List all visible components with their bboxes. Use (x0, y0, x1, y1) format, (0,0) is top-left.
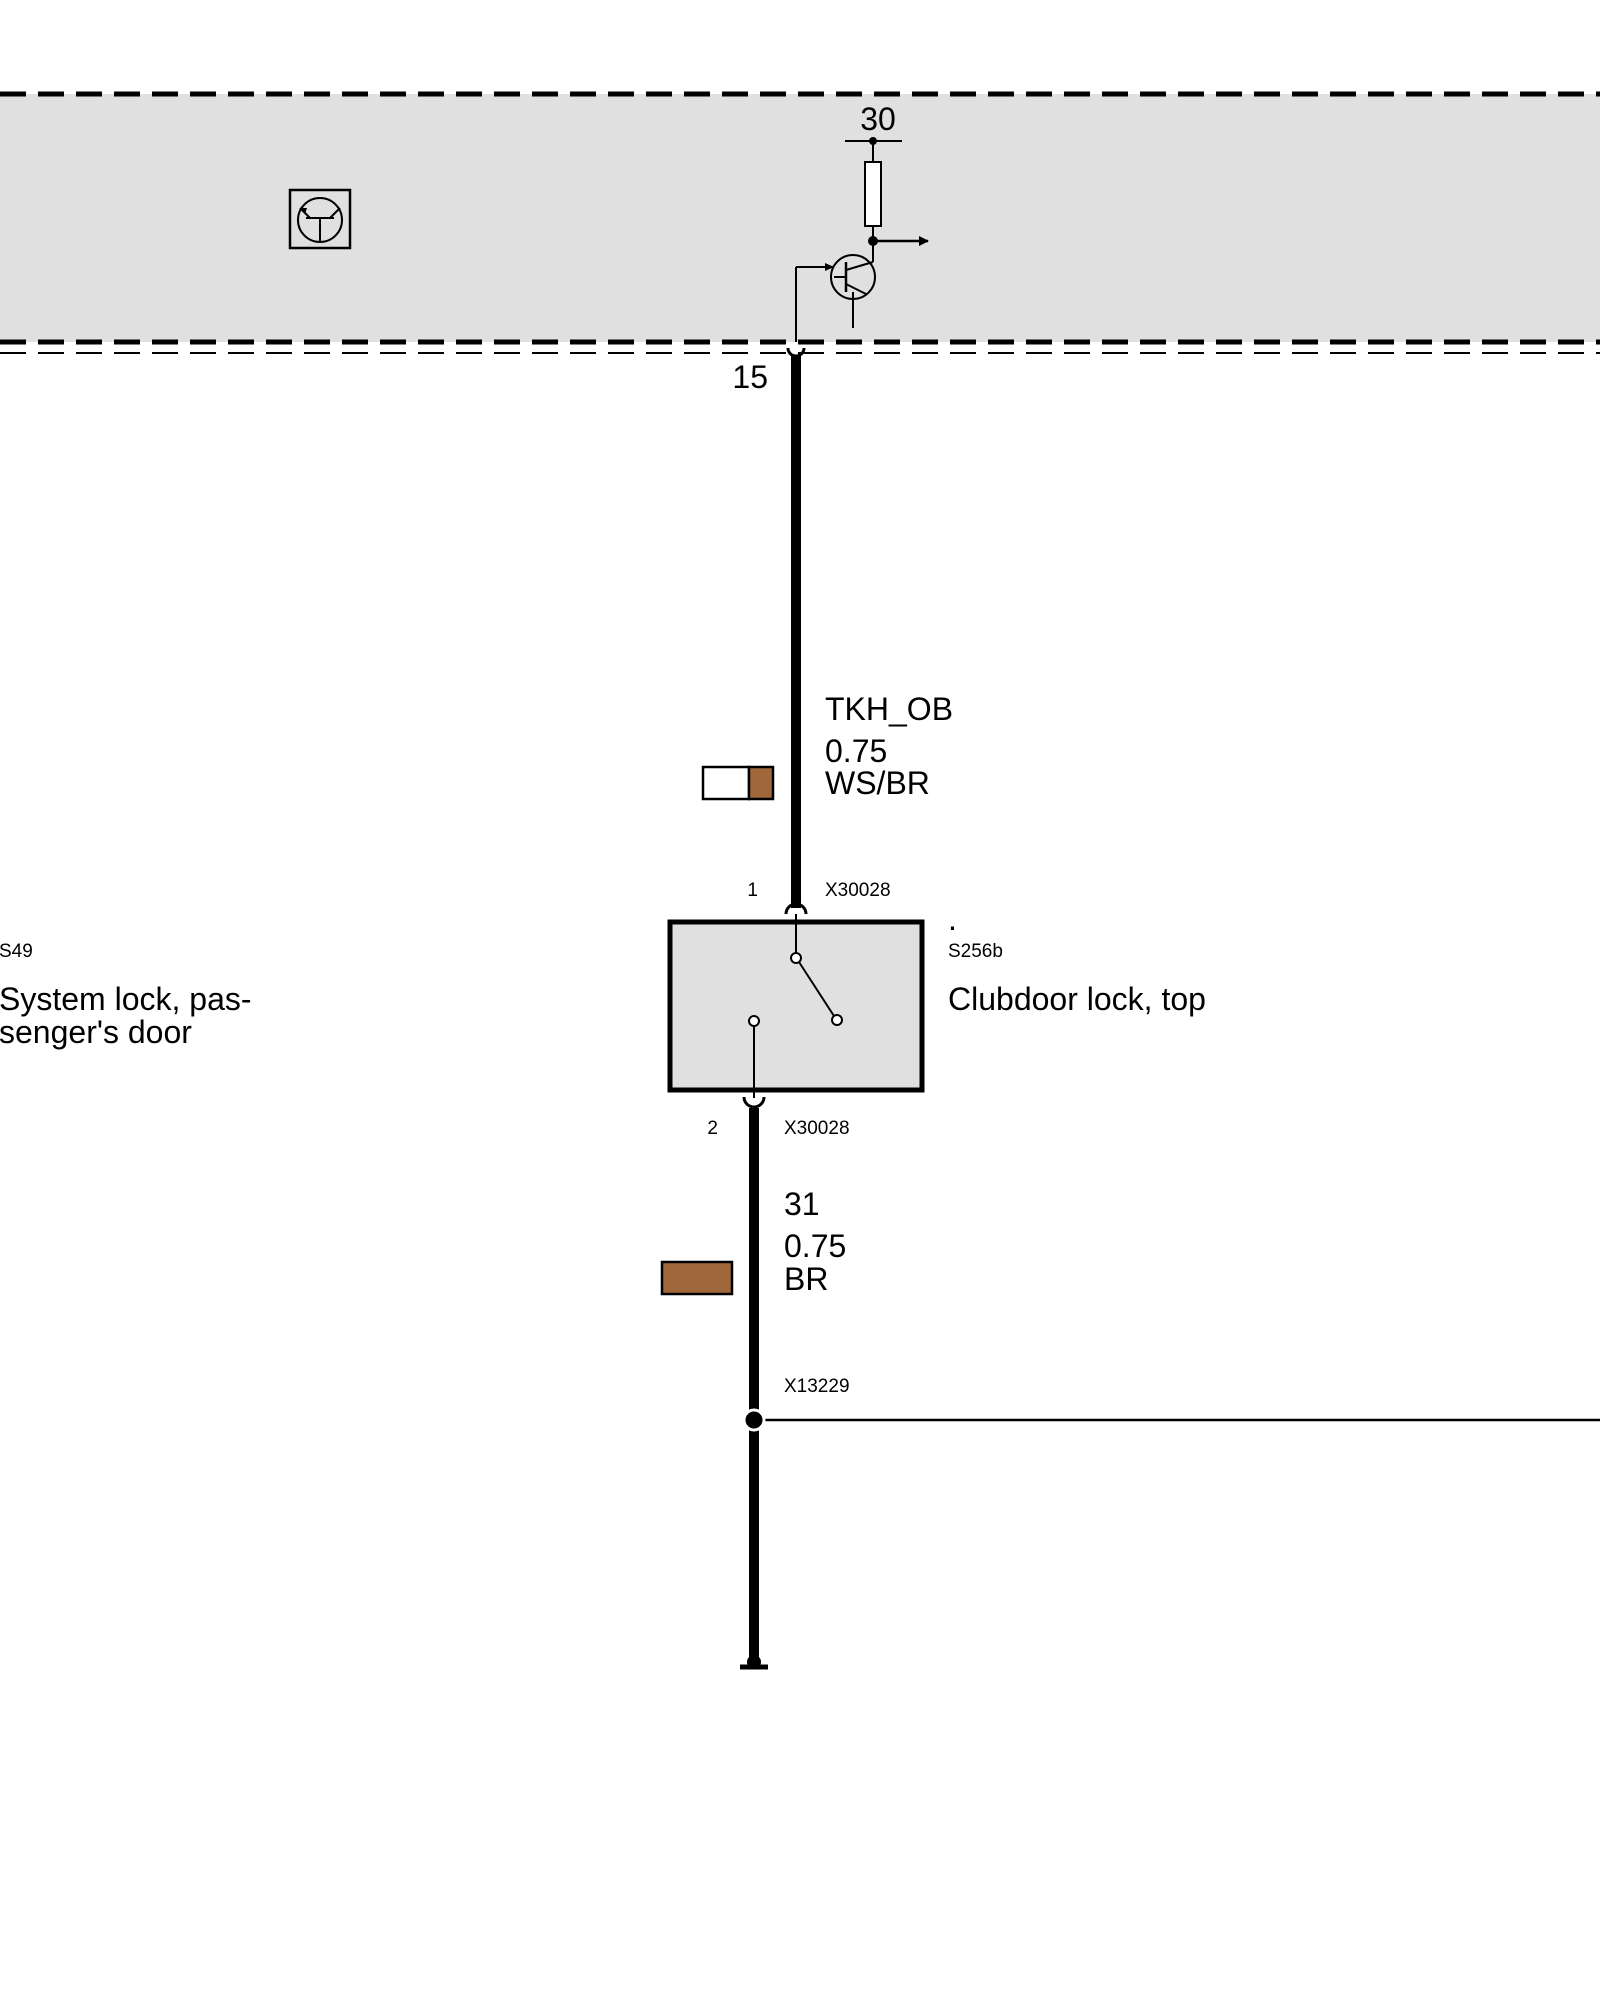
control-unit-housing (0, 91, 1600, 354)
pin-15-connector (786, 347, 806, 358)
neighbor-name-line2: senger's door (0, 1014, 192, 1050)
neighbor-dot: . (0, 901, 3, 937)
switch-id: S256b (948, 941, 1003, 962)
wire-top-color-code: WS/BR (825, 765, 930, 801)
switch-connector-top-label: X30028 (825, 880, 891, 901)
wire-top-signal: TKH_OB (825, 691, 953, 727)
splice-x13229 (742, 1408, 1600, 1432)
pullup-resistor (864, 161, 882, 262)
wire-top-cross-section: 0.75 (825, 733, 887, 769)
switch-pin-2-label: 2 (707, 1118, 718, 1139)
switch-pin-1-connector (784, 902, 808, 915)
driver-transistor (795, 254, 876, 342)
terminal-30-label: 30 (860, 101, 896, 137)
wire-bottom-color-swatch (660, 1260, 734, 1296)
switch-connector-bottom-label: X30028 (784, 1118, 850, 1139)
supply-terminal (845, 137, 902, 162)
splice-label: X13229 (784, 1376, 850, 1397)
wire-bottom-color-code: BR (784, 1261, 828, 1297)
neighbor-id: S49 (0, 941, 33, 962)
switch-name: Clubdoor lock, top (948, 981, 1206, 1017)
wire-bottom-signal: 31 (784, 1186, 820, 1222)
ground-symbol (740, 1655, 768, 1670)
pin-15-label: 15 (732, 359, 768, 395)
neighbor-name-line1: System lock, pas- (0, 981, 252, 1017)
switch-pin-2-connector (742, 1096, 766, 1109)
transistor-icon (288, 188, 352, 250)
wire-bottom-cross-section: 0.75 (784, 1228, 846, 1264)
wire-top-color-swatch (701, 765, 775, 801)
switch-pin-1-label: 1 (747, 880, 758, 901)
switch-dot: . (948, 901, 957, 937)
switch-s256b (667, 914, 925, 1098)
